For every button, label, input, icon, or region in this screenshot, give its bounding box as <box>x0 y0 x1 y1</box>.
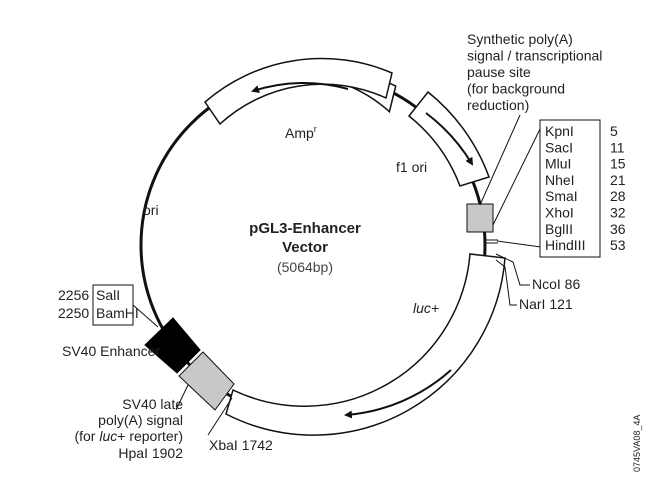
nari-label: NarI 121 <box>519 296 573 312</box>
ncoi-label: NcoI 86 <box>532 276 580 292</box>
vector-name-line2: Vector <box>282 239 328 256</box>
mcs-position: 53 <box>610 237 626 253</box>
synthetic-polya-line: pause site <box>467 64 531 80</box>
sv40-enhancer-label: SV40 Enhancer <box>62 343 160 359</box>
luc-direction-arrow <box>344 369 452 419</box>
sv40-enhancer-block <box>144 317 201 374</box>
synthetic-polya-line: reduction) <box>467 97 529 113</box>
amp-gene-band-fill <box>204 57 393 126</box>
leader-ncoi <box>495 253 530 286</box>
synthetic-polya-line: (for background <box>467 81 565 97</box>
mcs-position: 28 <box>610 188 626 204</box>
synthetic-polya-line: Synthetic poly(A) <box>467 31 573 47</box>
left-sites-box <box>92 284 134 326</box>
synthetic-polya-line: signal / transcriptional <box>467 48 602 64</box>
left-site-enzyme-2: BamHI <box>96 305 139 321</box>
mcs-position: 32 <box>610 205 626 221</box>
sv40-late-line3: (for luc+ reporter) <box>74 428 183 444</box>
leader-nari <box>495 259 517 306</box>
left-site-pos-2: 2250 <box>58 305 89 321</box>
xbai-label: XbaI 1742 <box>209 437 273 453</box>
left-site-enzyme-1: SalI <box>96 287 120 303</box>
sv40-late-line4: HpaI 1902 <box>118 445 183 461</box>
mcs-position: 15 <box>610 156 626 172</box>
leader-mcs-top <box>492 126 542 226</box>
mcs-enzyme: XhoI <box>545 205 574 221</box>
leader-synthetic-polya <box>479 114 521 206</box>
mcs-enzyme: HindIII <box>545 237 585 253</box>
mcs-enzyme: KpnI <box>545 123 574 139</box>
mcs-position: 36 <box>610 221 626 237</box>
synthetic-polya-label: Synthetic poly(A)signal / transcriptiona… <box>467 31 602 113</box>
luc-gene-band <box>225 253 506 436</box>
sv40-late-polya-block <box>178 351 235 411</box>
figure-id: 0745VA08_4A <box>632 415 642 472</box>
mcs-enzyme: NheI <box>545 172 575 188</box>
leader-left-box <box>132 304 159 328</box>
mcs-enzyme: SmaI <box>545 188 578 204</box>
amp-label: Ampr <box>285 124 317 141</box>
leader-sv40-late <box>175 384 189 411</box>
mcs-position: 21 <box>610 172 626 188</box>
ori-label: ori <box>143 202 159 218</box>
mcs-position: 11 <box>610 139 625 155</box>
mcs-position: 5 <box>610 123 618 139</box>
luc-label: luc+ <box>413 300 439 316</box>
amp-direction-arrow <box>251 82 349 93</box>
mcs-enzyme: SacI <box>545 139 573 155</box>
f1-ori-direction-arrow <box>425 112 474 166</box>
sv40-late-line1: SV40 late <box>122 396 183 412</box>
leader-xbai <box>207 397 233 436</box>
f1-ori-label: f1 ori <box>396 159 427 175</box>
mcs-box <box>539 119 601 258</box>
mcs-enzyme: MluI <box>545 156 571 172</box>
sv40-late-line2: poly(A) signal <box>98 412 183 428</box>
vector-size: (5064bp) <box>277 259 333 275</box>
vector-name-line1: pGL3-Enhancer <box>249 220 361 237</box>
left-site-pos-1: 2256 <box>58 287 89 303</box>
synthetic-polya-box <box>466 203 494 233</box>
leader-mcs-bottom <box>496 240 542 248</box>
mcs-enzyme: BglII <box>545 221 573 237</box>
